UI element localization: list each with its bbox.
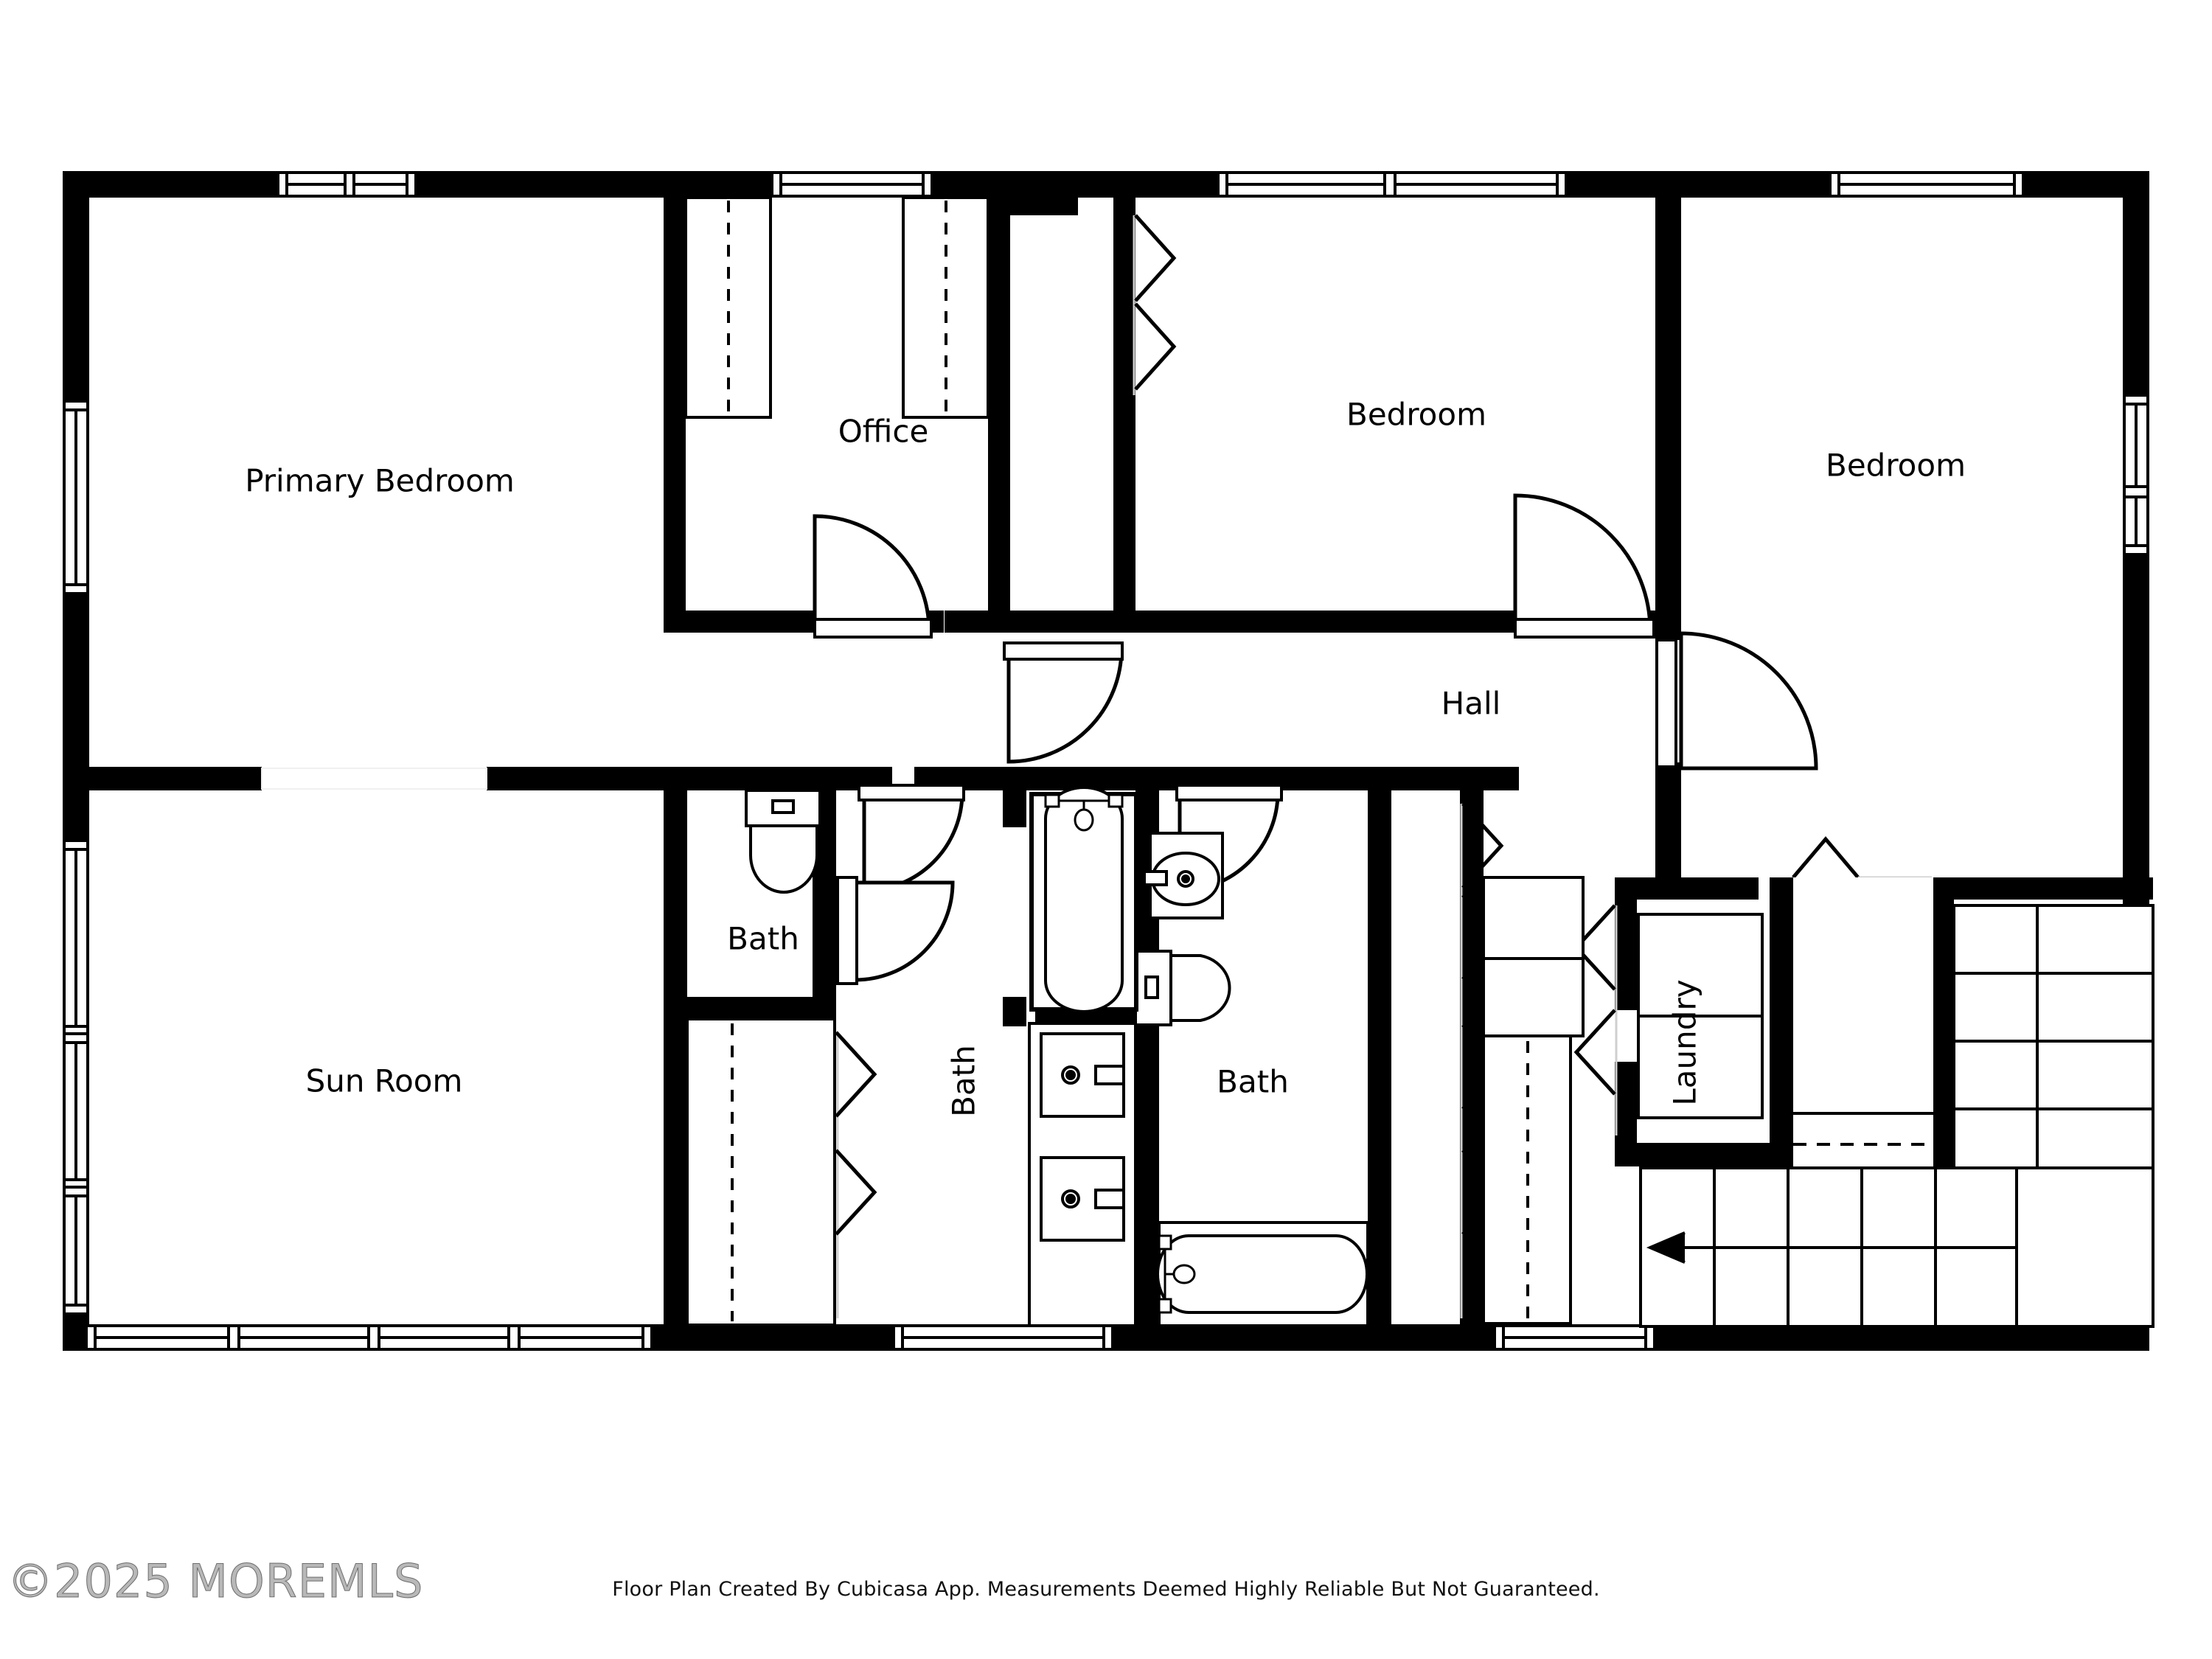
door-bath-center-middle: [836, 876, 955, 985]
stairs: [1639, 877, 2154, 1328]
room-label-primary-bedroom: Primary Bedroom: [245, 463, 515, 499]
arch-opening-stair-head: [1792, 836, 1932, 879]
window-right-bedroom: [2123, 394, 2149, 556]
window-top-bedroom-center: [1217, 171, 1568, 198]
opening-sunroom-top: [261, 768, 487, 790]
window-top-office: [771, 171, 933, 198]
room-label-laundry: Laundry: [1667, 979, 1703, 1105]
bathtub-center: [1029, 786, 1138, 1013]
window-left-sunroom-3: [63, 1186, 89, 1315]
sink-bath-right: [1143, 832, 1224, 919]
bifold-closet-office-upper: [1133, 214, 1177, 395]
toilet-bath-left: [745, 789, 821, 894]
room-label-sun-room: Sun Room: [306, 1063, 463, 1099]
door-office: [813, 514, 933, 639]
closet-office-left: [684, 196, 772, 419]
room-label-hall: Hall: [1441, 686, 1501, 722]
toilet-bath-right: [1134, 950, 1231, 1026]
mls-watermark: ©2025 MOREMLS: [7, 1554, 424, 1609]
room-label-office: Office: [838, 414, 929, 450]
window-left-sunroom-2: [63, 1032, 89, 1190]
door-bath-center-upper: [858, 784, 965, 893]
closet-column-shelf: [1482, 876, 1585, 1325]
bifold-bath-left-closet: [835, 1031, 877, 1318]
room-label-bath-center: Bath: [946, 1045, 982, 1117]
room-label-bath-left: Bath: [727, 921, 799, 957]
room-label-bedroom-right: Bedroom: [1826, 448, 1966, 484]
room-labels: Primary Bedroom Office Bedroom Bedroom H…: [245, 397, 1966, 1117]
window-left-primary: [63, 400, 89, 595]
doors: [813, 493, 1818, 985]
vanity-bath-center: [1028, 1022, 1137, 1327]
door-bedroom-center: [1513, 493, 1655, 639]
window-bottom-bath-center: [892, 1324, 1114, 1351]
washer-dryer: [1637, 913, 1764, 1119]
room-label-bath-right: Bath: [1217, 1064, 1289, 1100]
window-top-primary: [276, 171, 417, 198]
door-bedroom-right: [1655, 631, 1818, 771]
bathtub-right: [1156, 1221, 1369, 1327]
closet-office-right: [902, 196, 990, 419]
window-left-sunroom-1: [63, 839, 89, 1037]
stair-head-landing: [1793, 877, 1933, 1166]
room-label-bedroom-center: Bedroom: [1346, 397, 1486, 433]
window-bottom-right: [1493, 1324, 1656, 1351]
footer-disclaimer: Floor Plan Created By Cubicasa App. Meas…: [612, 1578, 1600, 1601]
fixtures: [745, 786, 1764, 1327]
door-hall-to-bath-center: [1003, 641, 1124, 764]
window-bottom-sunroom: [85, 1324, 653, 1351]
closet-bath-left: [686, 1018, 836, 1326]
stair-direction-arrow: [1646, 1231, 2017, 1264]
window-top-bedroom-right: [1829, 171, 2025, 198]
closet-shelves: [684, 196, 1585, 1326]
